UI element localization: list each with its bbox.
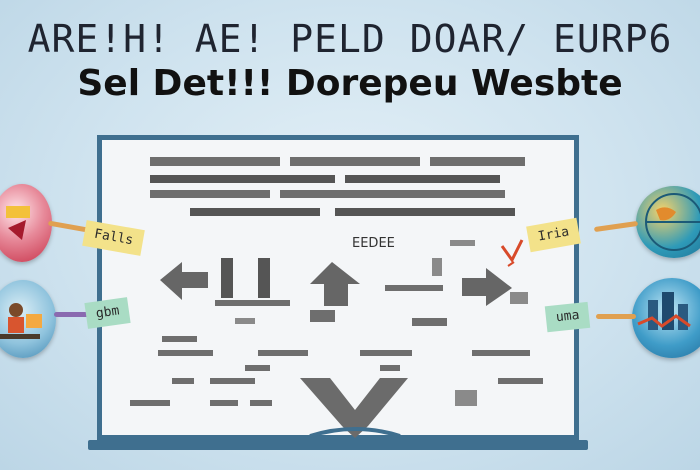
text-block bbox=[245, 365, 270, 371]
text-block bbox=[172, 378, 194, 384]
text-block bbox=[150, 190, 270, 198]
text-block bbox=[412, 318, 447, 326]
left-chevron-shape bbox=[160, 262, 208, 300]
page-subtitle: Sel Det!!! Dorepeu Wesbte bbox=[77, 63, 623, 104]
text-block bbox=[310, 310, 335, 322]
ribbon-right-bottom: uma bbox=[544, 301, 591, 333]
text-block bbox=[215, 300, 290, 306]
text-block bbox=[162, 336, 197, 342]
text-block bbox=[455, 390, 477, 406]
text-block bbox=[385, 285, 443, 291]
text-block bbox=[280, 190, 505, 198]
bar-shape bbox=[221, 258, 233, 298]
text-block bbox=[150, 157, 280, 166]
page-title: ARE!H! AE! PELD DOAR/ EURP6 bbox=[27, 17, 673, 61]
text-block bbox=[190, 208, 320, 216]
connector bbox=[596, 314, 636, 319]
open-book-shape bbox=[300, 378, 408, 438]
text-block bbox=[258, 350, 308, 356]
text-block bbox=[250, 400, 272, 406]
text-block bbox=[210, 378, 255, 384]
flag-globe-icon bbox=[0, 184, 52, 262]
globe-icon bbox=[636, 186, 700, 258]
text-block bbox=[510, 292, 528, 304]
text-block bbox=[210, 400, 238, 406]
text-block bbox=[450, 240, 475, 246]
text-block bbox=[158, 350, 213, 356]
text-block bbox=[150, 175, 335, 183]
text-block bbox=[335, 208, 515, 216]
bar-shape bbox=[258, 258, 270, 298]
text-block bbox=[235, 318, 255, 324]
text-block bbox=[360, 350, 412, 356]
text-block bbox=[380, 365, 400, 371]
text-block bbox=[130, 400, 170, 406]
right-chevron-shape bbox=[462, 268, 512, 306]
text-block bbox=[345, 175, 500, 183]
board-base bbox=[88, 440, 588, 450]
sparkle-icon bbox=[500, 239, 524, 267]
person-desk-icon bbox=[0, 280, 56, 358]
city-globe-icon bbox=[632, 278, 700, 358]
center-arrow-shape bbox=[310, 262, 360, 306]
board-label: EEDEE bbox=[352, 236, 395, 251]
text-block bbox=[432, 258, 442, 276]
text-block bbox=[472, 350, 530, 356]
text-block bbox=[290, 157, 420, 166]
text-block bbox=[498, 378, 543, 384]
connector bbox=[54, 312, 90, 317]
text-block bbox=[430, 157, 525, 166]
